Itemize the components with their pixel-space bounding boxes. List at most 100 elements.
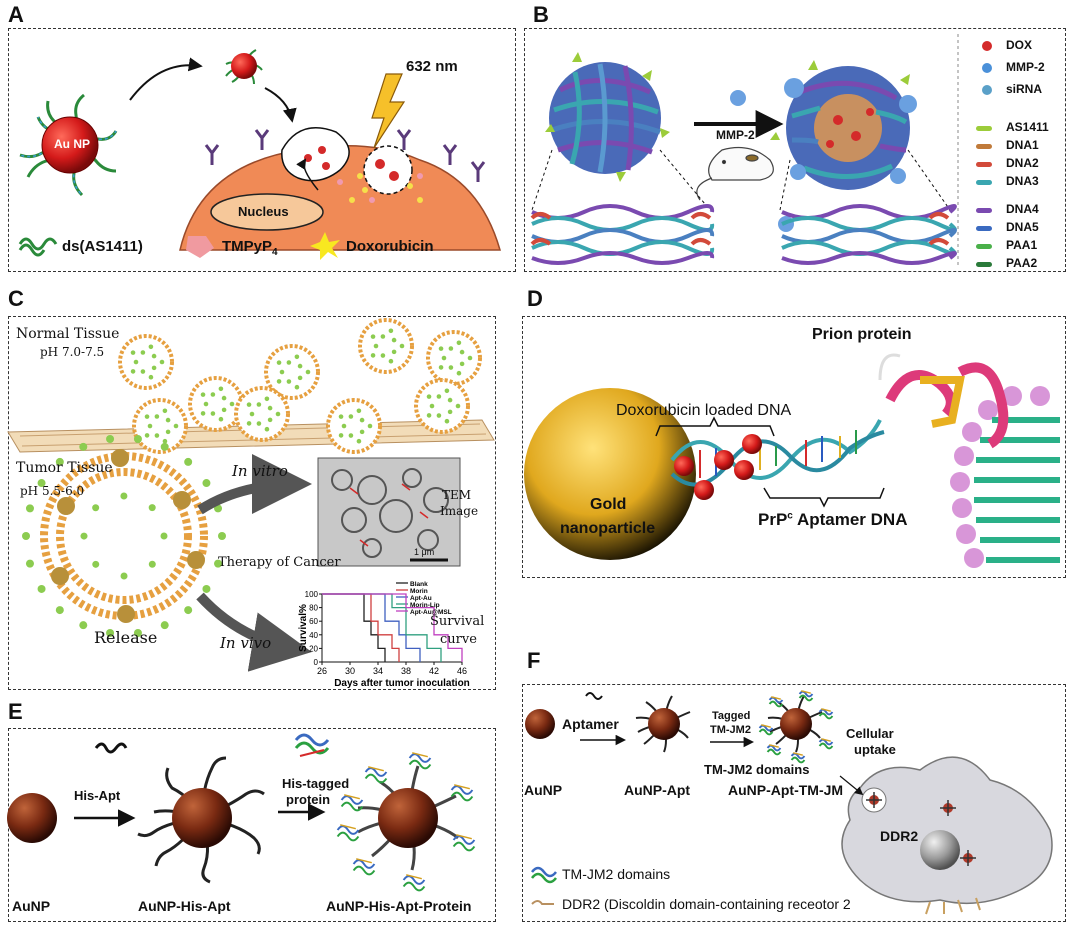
panel-d-frame bbox=[522, 316, 1066, 578]
aunp-his-apt-protein bbox=[336, 752, 476, 892]
legend-entry: Blank bbox=[410, 581, 428, 588]
y-tick-label: 80 bbox=[309, 604, 318, 613]
nucleus-label: Nucleus bbox=[238, 204, 289, 219]
aunp-apt-tm-label: AuNP-Apt-TM-JM bbox=[728, 782, 844, 798]
survival-label: Survival bbox=[430, 614, 485, 629]
dox-dna-label: Doxorubicin loaded DNA bbox=[616, 402, 792, 419]
legend-swatch-dna3 bbox=[976, 180, 992, 185]
curve-label: curve bbox=[440, 632, 477, 647]
in-vitro-label: In vitro bbox=[232, 462, 288, 480]
panel-b-letter: B bbox=[533, 2, 549, 27]
series-line-apt-au bbox=[322, 593, 421, 662]
legend-label-paa2: PAA2 bbox=[1006, 256, 1038, 270]
legend-label-mmp-2: MMP-2 bbox=[1006, 60, 1045, 74]
normal-ph-label: pH 7.0-7.5 bbox=[40, 345, 105, 359]
aunp-his-apt-protein-label: AuNP-His-Apt-Protein bbox=[326, 898, 472, 914]
tumor-tissue-label: Tumor Tissue bbox=[16, 460, 113, 476]
panel-c-frame bbox=[8, 316, 496, 690]
aptamer-label-f: Aptamer bbox=[562, 716, 619, 732]
therapy-label: Therapy of Cancer bbox=[218, 555, 341, 570]
aunp-label-e: AuNP bbox=[12, 898, 51, 914]
aunp-label-f: AuNP bbox=[524, 782, 563, 798]
dna-nanostructure-left bbox=[545, 52, 670, 182]
cell-nucleus bbox=[920, 830, 960, 870]
dna-bundles bbox=[530, 204, 957, 265]
legend-label-paa1: PAA1 bbox=[1006, 238, 1038, 252]
legend-label-dna3: DNA3 bbox=[1006, 174, 1039, 188]
panel-a-frame bbox=[8, 28, 516, 272]
legend-entry: Apt-Au bbox=[410, 595, 432, 602]
x-tick-label: 30 bbox=[345, 666, 355, 676]
legend-swatch-dox bbox=[982, 41, 992, 51]
mmp2-arrow-label: MMP-2 bbox=[716, 128, 755, 142]
ddr2-legend-icon bbox=[531, 900, 554, 905]
legend-doxorubicin: Doxorubicin bbox=[346, 238, 434, 255]
normal-tissue-label: Normal Tissue bbox=[16, 326, 120, 342]
legend-tm-jm2: TM-JM2 domains bbox=[562, 866, 671, 882]
panel-d-letter: D bbox=[527, 286, 543, 311]
legend-ddr2: DDR2 (Discoldin domain-containing receot… bbox=[562, 896, 851, 912]
tumor-liposome bbox=[22, 434, 226, 638]
panel-f-frame bbox=[522, 684, 1066, 922]
panel-e-letter: E bbox=[8, 699, 23, 724]
x-axis-label: Days after tumor inoculation bbox=[334, 678, 470, 689]
ddr2-label: DDR2 bbox=[880, 828, 919, 844]
tem-label: TEM bbox=[442, 488, 472, 502]
release-label: Release bbox=[94, 628, 158, 647]
normal-liposomes bbox=[118, 318, 482, 454]
x-tick-label: 38 bbox=[401, 666, 411, 676]
ds-as1411-icon bbox=[18, 237, 58, 257]
tm-jm2-legend-icon bbox=[531, 866, 557, 884]
his-tagged-label-1: His-tagged bbox=[282, 776, 350, 791]
au-np-conjugate bbox=[19, 93, 118, 197]
cellular-label-1: Cellular bbox=[846, 726, 894, 741]
legend-swatch-sirna bbox=[982, 85, 992, 95]
prion-protein bbox=[878, 353, 1009, 449]
doxorubicin-spheres bbox=[674, 434, 762, 500]
gold-label-2: nanoparticle bbox=[560, 520, 656, 537]
membrane-lipids bbox=[950, 386, 1050, 568]
base-pairs bbox=[699, 430, 857, 478]
prion-protein-label: Prion protein bbox=[812, 326, 912, 343]
x-tick-label: 46 bbox=[457, 666, 467, 676]
legend-entry: Apt-Au@MSL bbox=[410, 609, 452, 616]
x-tick-label: 26 bbox=[317, 666, 327, 676]
tagged-label-1: Tagged bbox=[712, 710, 751, 722]
tm-domains-label: TM-JM2 domains bbox=[704, 762, 810, 777]
legend-label-dox: DOX bbox=[1006, 38, 1033, 52]
mmp2-particle bbox=[730, 90, 746, 106]
legend-label-dna2: DNA2 bbox=[1006, 156, 1039, 170]
x-tick-label: 42 bbox=[429, 666, 439, 676]
panel-b-frame bbox=[524, 28, 1066, 272]
legend-swatch-dna2 bbox=[976, 162, 992, 167]
ddr2-cell bbox=[841, 756, 1053, 905]
image-label: Image bbox=[440, 504, 479, 518]
y-tick-label: 20 bbox=[309, 644, 318, 653]
mouse-icon bbox=[696, 147, 774, 201]
au-np-label: Au NP bbox=[54, 137, 90, 151]
legend-swatch-paa1 bbox=[976, 244, 992, 249]
series-line-morin bbox=[322, 593, 400, 662]
y-tick-label: 0 bbox=[314, 658, 319, 667]
legend-label-as1411: AS1411 bbox=[1006, 120, 1049, 134]
aunp-apt-tm-f bbox=[758, 690, 834, 764]
y-tick-label: 40 bbox=[309, 631, 318, 640]
y-tick-label: 60 bbox=[309, 617, 318, 626]
aptamer-label: PrPc Aptamer DNA bbox=[758, 510, 908, 529]
aunp-sphere-e1 bbox=[7, 793, 57, 843]
gold-label-1: Gold bbox=[590, 496, 627, 513]
aunp-sphere-f bbox=[525, 709, 555, 739]
lightning-icon bbox=[371, 73, 406, 149]
panel-f-letter: F bbox=[527, 648, 541, 673]
legend-swatch-dna1 bbox=[976, 144, 992, 149]
gold-nanoparticle bbox=[524, 388, 696, 560]
aunp-his-apt-label: AuNP-His-Apt bbox=[138, 898, 231, 914]
aunp-his-apt bbox=[137, 756, 265, 884]
legend-label-dna1: DNA1 bbox=[1006, 138, 1039, 152]
